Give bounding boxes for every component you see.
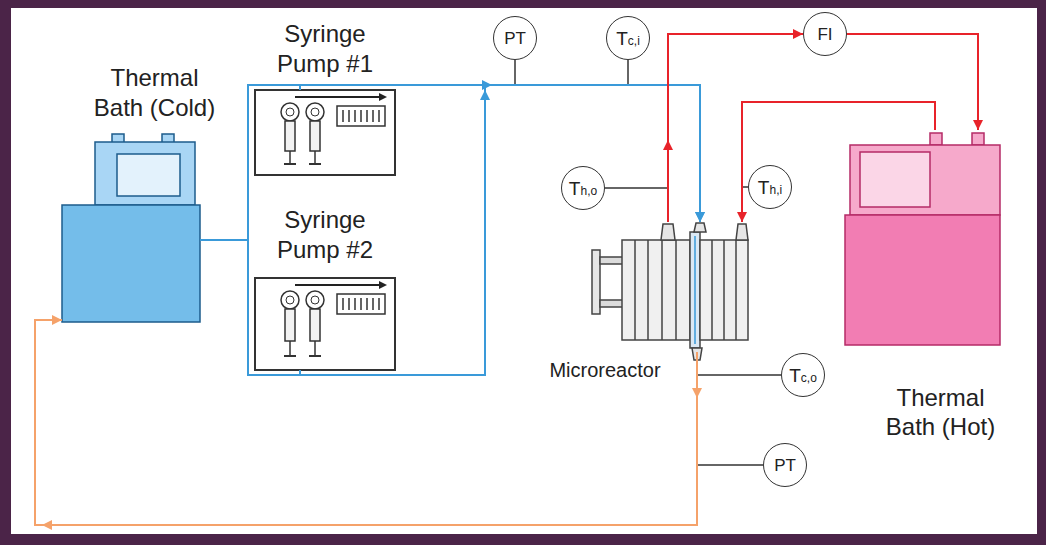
- sensor-label: PT: [774, 457, 796, 474]
- component-label: Microreactor: [520, 358, 690, 382]
- component-label: Syringe Pump #1: [260, 19, 390, 78]
- flow-line: [668, 34, 803, 222]
- sensor-circle: PT: [763, 443, 807, 487]
- microreactor: Microreactor: [590, 222, 750, 352]
- flow-line: [35, 320, 697, 525]
- sensor-circle: Tc,o: [781, 353, 825, 397]
- thermal-bath: Thermal Bath (Cold): [62, 130, 200, 322]
- syringe-pump-icon: [255, 90, 395, 175]
- sensor-label: Th,o: [569, 179, 597, 198]
- syringe-pump: Syringe Pump #2: [255, 278, 395, 370]
- thermal-bath: Thermal Bath (Hot): [845, 130, 1000, 345]
- flow-line: [847, 34, 978, 130]
- sensor-circle: Th,i: [748, 165, 792, 209]
- sensor-circle: Tc,i: [606, 16, 650, 60]
- sensor-label: Th,i: [758, 178, 782, 197]
- component-label: Syringe Pump #2: [260, 205, 390, 264]
- flow-arrowheads: [42, 80, 702, 530]
- sensor-circle: Th,o: [561, 166, 605, 210]
- cold-bath-icon: [62, 134, 200, 322]
- sensor-circle: FI: [803, 12, 847, 56]
- sensor-label: FI: [817, 26, 832, 43]
- sensor-label: Tc,i: [616, 29, 640, 48]
- component-label: Thermal Bath (Cold): [87, 63, 222, 122]
- hot-bath-icon: [845, 133, 1000, 345]
- sensor-circle: PT: [493, 16, 537, 60]
- microreactor-drawing: [592, 223, 748, 360]
- flow-line: [742, 102, 935, 222]
- syringe-pump-icon: [255, 278, 395, 370]
- sensor-label: PT: [504, 30, 526, 47]
- flow-line: [300, 85, 700, 222]
- component-label: Thermal Bath (Hot): [873, 383, 1008, 442]
- syringe-pump: Syringe Pump #1: [255, 90, 395, 175]
- sensor-label: Tc,o: [789, 366, 817, 385]
